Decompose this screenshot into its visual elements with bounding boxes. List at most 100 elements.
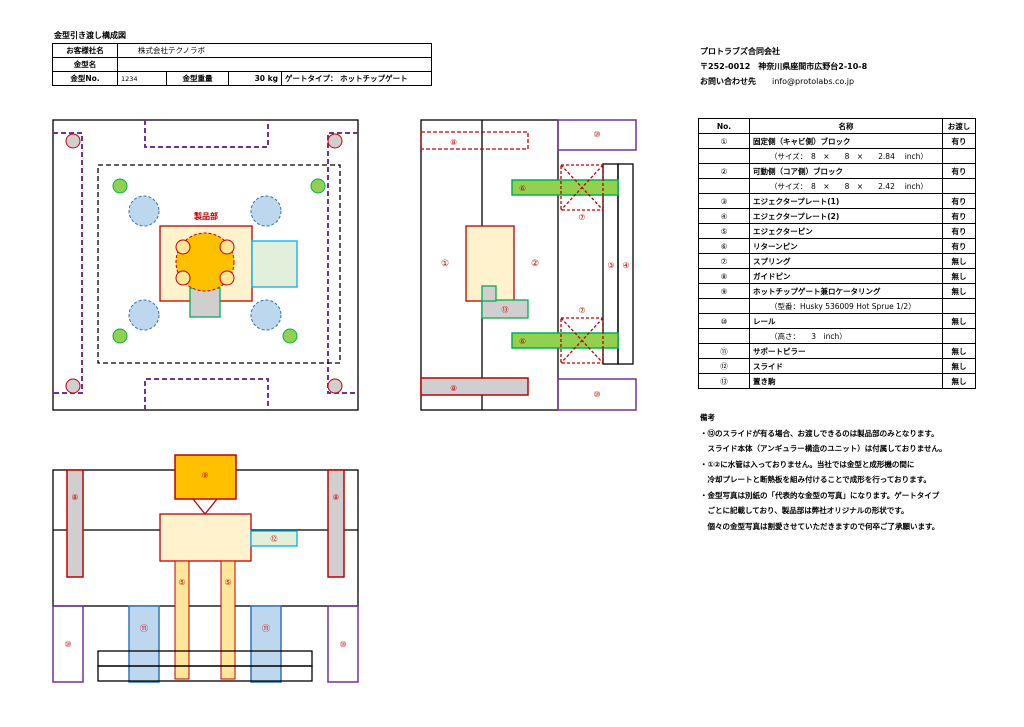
- label-6b: ⑥: [519, 337, 526, 346]
- label-8a: ⑧: [450, 138, 457, 147]
- contact-label: お問い合わせ先: [700, 77, 756, 86]
- spring-top: [560, 164, 604, 211]
- guide-pin: [420, 377, 529, 396]
- guide-pin-front-right: [327, 469, 345, 578]
- front-view: ⑧ ⑧ ⑨ ⑫ ⑤ ⑤ ⑩ ⑩ ⑪ ⑪: [52, 454, 359, 683]
- guide-pin-marker: [327, 378, 343, 394]
- guide-pin-front-left: [66, 469, 84, 578]
- return-pin-marker: [112, 178, 128, 194]
- label-5a: ⑤: [178, 578, 185, 587]
- support-pillar-front-left: [128, 605, 160, 683]
- ejector-pin-front-left: [174, 560, 190, 680]
- label-3: ③: [607, 261, 614, 270]
- label-10a: ⑩: [593, 130, 600, 139]
- guide-pin-marker: [65, 133, 81, 149]
- weight-label: 金型重量: [166, 71, 229, 86]
- label-8c: ⑧: [71, 493, 78, 502]
- support-pillar-marker: [250, 195, 282, 227]
- spring-bottom: [560, 317, 604, 364]
- side-view: ⑧ ⑧ ⑩ ⑩ ③ ④ ⑥ ⑥ ⑦ ⑦ ⑬ ① ②: [420, 119, 637, 411]
- guide-pin-dashed: [420, 131, 529, 150]
- label-10d: ⑩: [339, 640, 346, 649]
- return-pin-marker: [112, 328, 128, 344]
- gate-cell: ゲートタイプ： ホットチップゲート: [281, 71, 432, 86]
- top-view: 製品部: [52, 119, 359, 411]
- weight-value: 30 kg: [228, 71, 282, 86]
- return-pin-top: [511, 179, 619, 196]
- notes-line: ・金型写真は別紙の「代表的な金型の写真」になります。ゲートタイプ: [700, 490, 940, 500]
- company-block: プロトラブズ合同会社 〒252-0012 神奈川県座間市広野台2-10-8 お問…: [700, 44, 867, 89]
- parts-cell-name: 置き駒: [749, 373, 943, 389]
- hot-tip-gate: [174, 454, 237, 500]
- parts-cell-deliver: 有り: [942, 238, 976, 254]
- notes-line: 冷却プレートと断熱板を組み付けることで成形を行っております。: [700, 475, 931, 484]
- document-title: 金型引き渡し構成図: [54, 31, 126, 40]
- support-pillar-front-right: [250, 605, 282, 683]
- mold-no-value: 1234: [117, 71, 167, 86]
- support-pillar-marker: [250, 299, 282, 331]
- slide-front: [250, 530, 298, 547]
- notes-line: スライド本体（アンギュラー構造のユニット）は付属しておりません。: [700, 444, 947, 453]
- label-10c: ⑩: [64, 640, 71, 649]
- label-8d: ⑧: [332, 493, 339, 502]
- spring-top-cross: [560, 164, 604, 211]
- return-pin-bottom: [511, 332, 619, 349]
- label-8b: ⑧: [450, 384, 457, 393]
- header-table: お客様社名 株式会社テクノラボ 金型名 金型No. 1234 金型重量 30 k…: [52, 43, 432, 86]
- top-view-outline: [52, 119, 359, 411]
- notes-block: 備考 ・⑫のスライドが有る場合、お渡しできるのは製品部のみとなります。 スライド…: [700, 410, 947, 534]
- label-11b: ⑪: [262, 624, 270, 633]
- rail-side-bottom: [557, 378, 637, 411]
- hot-tip-gate-marker: [175, 232, 235, 292]
- rail-side-top: [557, 119, 637, 151]
- label-4: ④: [622, 261, 629, 270]
- notes-line: 個々の金型写真は割愛させていただきますので何卒ご了承願います。: [700, 521, 940, 531]
- return-pin-marker: [282, 328, 298, 344]
- gate-value: ホットチップゲート: [340, 74, 408, 83]
- support-pillar-marker: [128, 195, 160, 227]
- company-name: プロトラブズ合同会社: [700, 47, 780, 56]
- spring-bottom-cross: [560, 317, 604, 364]
- guide-pin-marker: [65, 378, 81, 394]
- notes-line: ごとに記載しており、製品部は弊社オリジナルの形状です。: [700, 506, 909, 515]
- label-12: ⑫: [271, 535, 278, 543]
- support-pillar-marker: [128, 299, 160, 331]
- contact-email: info@protolabs.co.jp: [772, 77, 855, 86]
- insert-side: [481, 299, 529, 319]
- parts-cell-deliver: 無し: [942, 373, 976, 389]
- insert-side-step: [481, 285, 497, 302]
- rail-front-right: [327, 605, 359, 683]
- ejector-plate-2: [617, 163, 634, 365]
- rail-left: [53, 132, 83, 394]
- gate-tip: [192, 498, 218, 516]
- label-10b: ⑩: [593, 390, 600, 399]
- ejector-pin-marker: [175, 239, 191, 255]
- company-contact: お問い合わせ先 info@protolabs.co.jp: [700, 74, 867, 89]
- label-11a: ⑪: [140, 624, 148, 633]
- label-7b: ⑦: [578, 306, 585, 315]
- ejector-pin-front-right: [220, 560, 236, 680]
- notes-title: 備考: [700, 413, 715, 422]
- ejector-pin-marker: [219, 270, 235, 286]
- ejector-plate-front-2: [97, 665, 313, 682]
- guide-pin-marker: [327, 133, 343, 149]
- product-label: 製品部: [193, 211, 218, 221]
- parts-row: （サイズ： 8 × 8 × 2.42 inch）: [698, 178, 976, 194]
- side-view-outline: [420, 119, 559, 411]
- parts-row: （高さ： 3 inch）: [698, 328, 976, 344]
- cavity-outline: [97, 164, 341, 364]
- product-front: [159, 513, 252, 562]
- label-13: ⑬: [502, 306, 509, 314]
- gate-label: ゲートタイプ：: [285, 74, 338, 83]
- label-6a: ⑥: [519, 184, 526, 193]
- return-pin-marker: [310, 178, 326, 194]
- label-1: ①: [441, 259, 449, 269]
- notes-line: ・⑫のスライドが有る場合、お渡しできるのは製品部のみとなります。: [700, 428, 939, 438]
